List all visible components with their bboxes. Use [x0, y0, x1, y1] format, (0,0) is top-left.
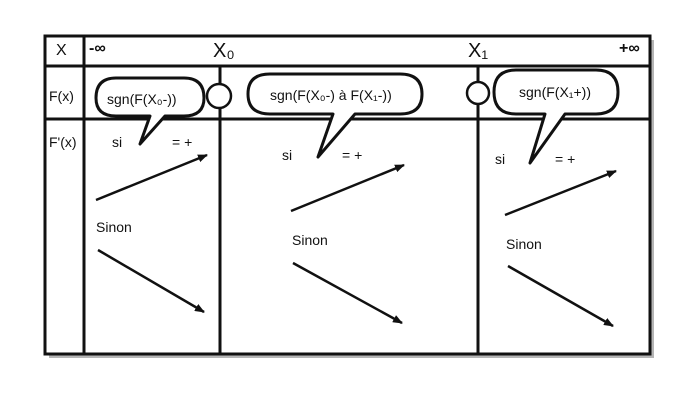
interval-3-eq: = +: [555, 151, 576, 167]
x0-zero-circle: [205, 82, 233, 110]
interval-3-increasing-arrow: [504, 169, 617, 217]
interval-3-decreasing-arrow: [507, 264, 614, 328]
interval-1-sinon: Sinon: [96, 219, 132, 235]
bubble-3-text: sgn(F(X₁+)): [519, 84, 592, 100]
f-row-label: F(x): [49, 88, 74, 104]
interval-3-si: si: [495, 151, 506, 167]
interval-3-sinon: Sinon: [506, 236, 542, 252]
plus-infinity-label: +∞: [619, 40, 640, 57]
minus-infinity-label: -∞: [89, 40, 106, 57]
interval-1-decreasing-arrow: [97, 248, 205, 314]
interval-2-si: si: [282, 147, 293, 163]
interval-2-eq: = +: [342, 147, 363, 163]
x1-zero-circle: [465, 80, 491, 106]
fprime-row-label: F'(x): [49, 134, 77, 150]
interval-2-sinon: Sinon: [292, 232, 328, 248]
x1-label: X₁: [468, 40, 489, 62]
bubble-2-shape: [246, 72, 424, 159]
bubble-2-text: sgn(F(X₀-) à F(X₁-)): [270, 87, 392, 103]
bubble-3-shape: [492, 68, 620, 165]
interval-1-si: si: [112, 134, 123, 150]
interval-2-increasing-arrow: [290, 163, 405, 213]
bubble-1-text: sgn(F(X₀-)): [107, 91, 177, 107]
interval-2-decreasing-arrow: [292, 261, 403, 325]
x-variable-label: X: [56, 42, 67, 59]
interval-1-increasing-arrow: [95, 153, 208, 202]
interval-1-eq: = +: [172, 134, 193, 150]
bubble-1-shape: [94, 76, 206, 146]
x0-label: X₀: [213, 40, 235, 62]
